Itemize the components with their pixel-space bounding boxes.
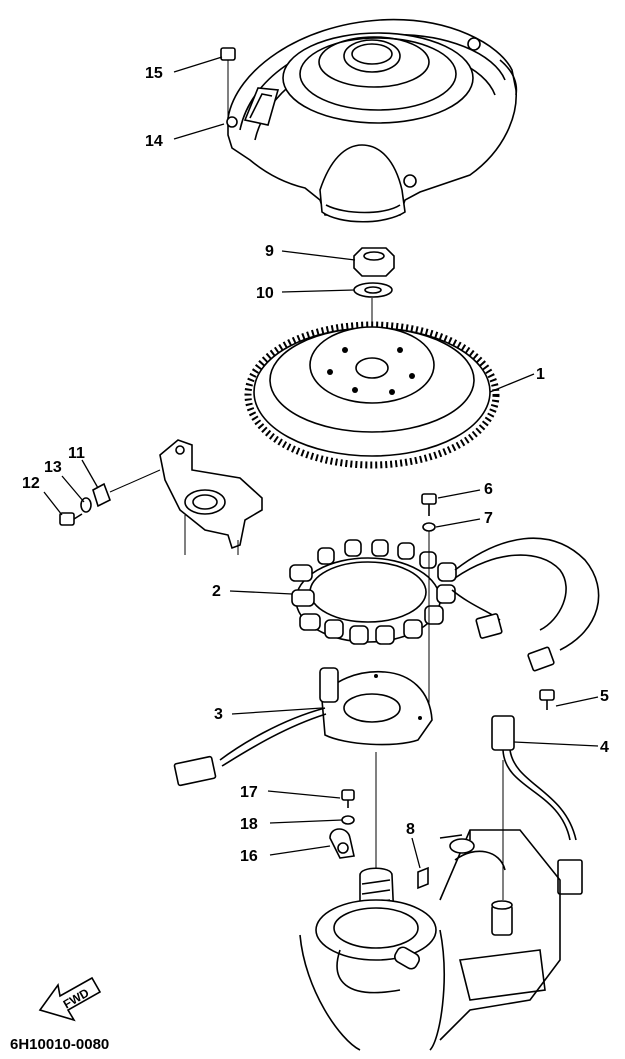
callout-14: 14: [145, 133, 163, 150]
bolt-12: [59, 512, 83, 526]
bolt-15: [220, 47, 236, 118]
washer-18: [341, 815, 355, 825]
crankcase: [299, 829, 561, 1051]
callout-8: 8: [406, 821, 415, 838]
bolt-5: [539, 689, 555, 710]
callout-18: 18: [240, 816, 258, 833]
callout-2: 2: [212, 583, 221, 600]
mounting-bracket: [159, 439, 263, 555]
callout-11: 11: [68, 445, 85, 462]
washer-7: [422, 522, 436, 532]
callout-7: 7: [484, 510, 493, 527]
callout-15: 15: [145, 65, 163, 82]
callout-17: 17: [240, 784, 258, 801]
callout-12: 12: [22, 475, 40, 492]
callout-4: 4: [600, 739, 609, 756]
forward-arrow-icon: FWD: [38, 976, 102, 1022]
pulser-coil-base-3: [173, 667, 433, 787]
callout-5: 5: [600, 688, 609, 705]
callout-6: 6: [484, 481, 493, 498]
figure-code: 6H10010-0080: [10, 1036, 109, 1053]
callout-13: 13: [44, 459, 62, 476]
nut-9: [353, 247, 395, 277]
bolt-6: [421, 493, 437, 516]
clip-11: [92, 469, 161, 508]
callout-numbers: 15 14 9 10 1 11 13 12 6 7 2 5 3 4 17 8 1…: [22, 65, 609, 865]
bolt-17: [341, 789, 355, 808]
callout-16: 16: [240, 848, 258, 865]
callout-9: 9: [265, 243, 274, 260]
callout-3: 3: [214, 706, 223, 723]
clamp-16: [329, 828, 355, 859]
sensor-4: [491, 715, 583, 900]
washer-10: [353, 282, 393, 298]
flywheel-cover: [226, 18, 518, 223]
callout-1: 1: [536, 366, 545, 383]
stator-2: [289, 537, 600, 672]
callout-10: 10: [256, 285, 274, 302]
leader-lines: [43, 56, 599, 869]
key-8: [417, 866, 429, 890]
flywheel-magnet-1: [244, 321, 500, 469]
